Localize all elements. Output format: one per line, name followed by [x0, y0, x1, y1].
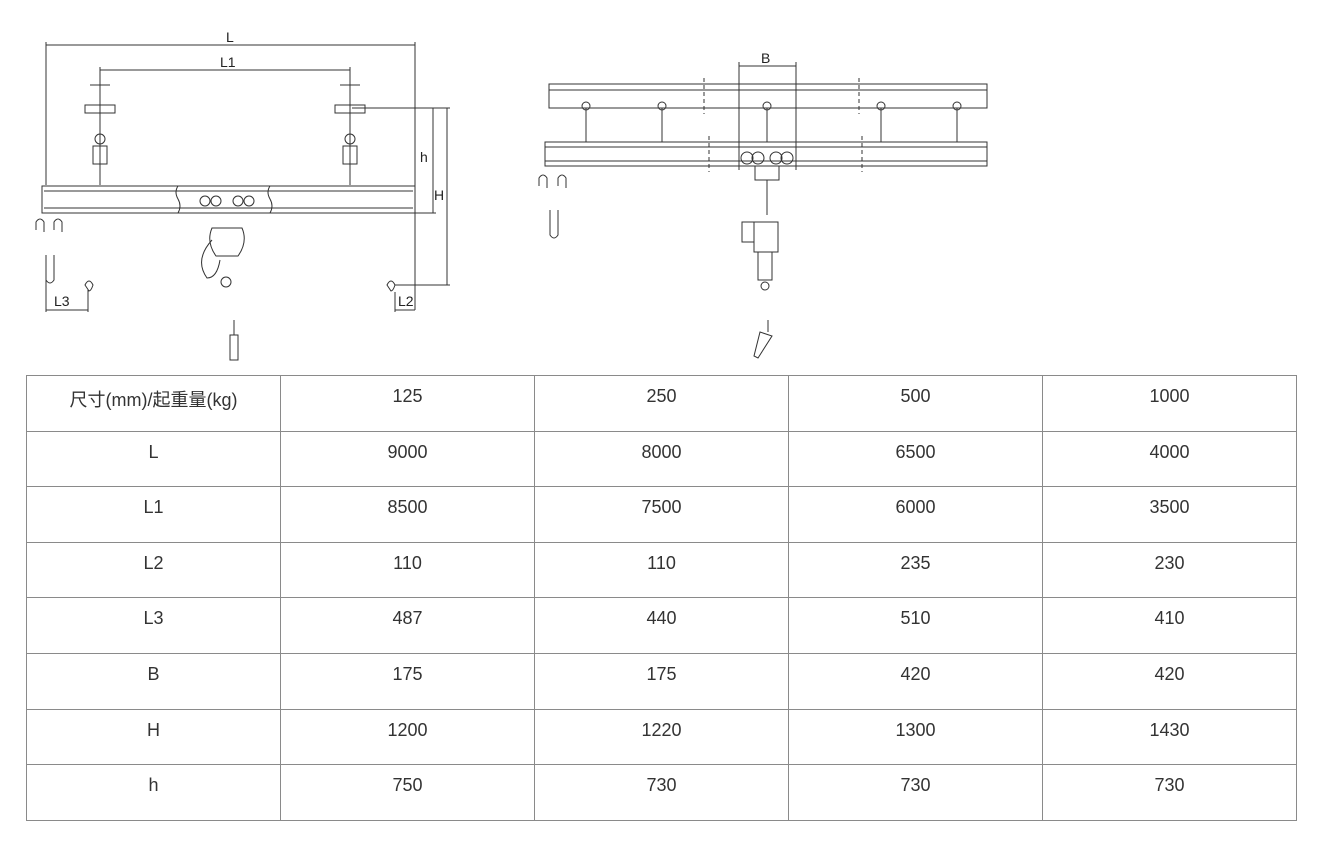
row-label: L3 — [26, 597, 281, 654]
table-cell: 110 — [280, 541, 535, 599]
beam-hangers — [84, 82, 366, 185]
header-cell: 500 — [788, 375, 1043, 432]
row-label: L — [26, 430, 281, 488]
table-cell: 440 — [534, 597, 789, 654]
side-view: B — [538, 50, 988, 359]
table-cell: 175 — [280, 652, 535, 710]
side-hangers — [581, 101, 962, 142]
table-cell: 420 — [788, 652, 1043, 710]
table-cell: 175 — [534, 652, 789, 710]
dim-label-L1: L1 — [220, 54, 236, 70]
header-cell: 1000 — [1042, 375, 1297, 432]
dim-label-H: H — [434, 187, 444, 203]
table-cell: 9000 — [280, 430, 535, 488]
row-label: L1 — [26, 486, 281, 543]
table-cell: 750 — [280, 764, 535, 821]
dim-label-h: h — [420, 149, 428, 165]
table-cell: 410 — [1042, 597, 1297, 654]
table-cell: 110 — [534, 541, 789, 599]
table-cell: 8500 — [280, 486, 535, 543]
dim-label-L3: L3 — [54, 293, 70, 309]
header-cell: 尺寸(mm)/起重量(kg) — [26, 375, 281, 432]
table-cell: 235 — [788, 541, 1043, 599]
front-view: L L1 L3 L2 h H — [35, 29, 450, 361]
row-label: B — [26, 652, 281, 710]
table-cell: 1430 — [1042, 708, 1297, 766]
table-cell: 8000 — [534, 430, 789, 488]
table-cell: 510 — [788, 597, 1043, 654]
table-cell: 4000 — [1042, 430, 1297, 488]
table-cell: 730 — [1042, 764, 1297, 821]
row-label: H — [26, 708, 281, 766]
dim-label-L: L — [226, 29, 234, 45]
table-cell: 420 — [1042, 652, 1297, 710]
row-label: L2 — [26, 541, 281, 599]
table-cell: 487 — [280, 597, 535, 654]
table-cell: 230 — [1042, 541, 1297, 599]
row-label: h — [26, 764, 281, 821]
dim-label-B: B — [761, 50, 770, 66]
table-cell: 1200 — [280, 708, 535, 766]
table-header-row: 尺寸(mm)/起重量(kg) 125 250 500 1000 — [26, 375, 1297, 432]
table-cell: 6000 — [788, 486, 1043, 543]
crane-technical-drawing: L L1 L3 L2 h H — [35, 29, 988, 361]
table-cell: 730 — [534, 764, 789, 821]
header-cell: 250 — [534, 375, 789, 432]
table-cell: 1300 — [788, 708, 1043, 766]
table-cell: 1220 — [534, 708, 789, 766]
table-cell: 3500 — [1042, 486, 1297, 543]
dim-label-L2: L2 — [398, 293, 414, 309]
header-cell: 125 — [280, 375, 535, 432]
table-cell: 6500 — [788, 430, 1043, 488]
table-cell: 730 — [788, 764, 1043, 821]
table-cell: 7500 — [534, 486, 789, 543]
